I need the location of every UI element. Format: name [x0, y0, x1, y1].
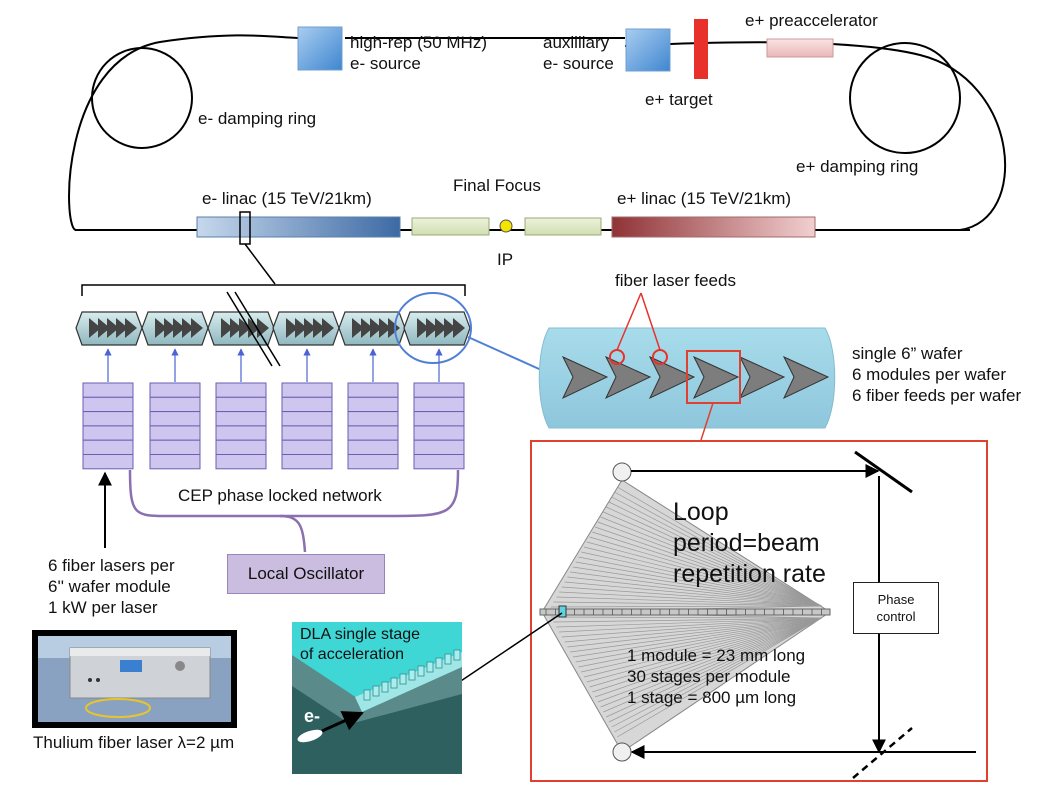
e-damping-ring-icon: [91, 47, 193, 149]
wafer-info-label: single 6” wafer 6 modules per wafer 6 fi…: [852, 344, 1022, 405]
e-damping-ring-label: e- damping ring: [198, 109, 317, 128]
module-zoom-line: [700, 402, 714, 441]
hirep-source-block: [297, 26, 343, 71]
ip-dot: [499, 219, 513, 233]
loop-mirror-top: [612, 462, 632, 482]
module-highlight-circle: [394, 292, 472, 364]
highlight-zoom-line: [467, 336, 549, 374]
feed-pointer-1: [616, 292, 642, 351]
wafer-panel: [538, 292, 836, 441]
wafer-module-shape-2: [604, 355, 652, 400]
fiber-lasers-label: 6 fiber lasers per 6'' wafer module 1 kW…: [48, 556, 175, 617]
laser-stack-4: [281, 348, 333, 470]
cep-network-label: CEP phase locked network: [178, 486, 382, 505]
e-plus-damping-ring-icon: [849, 42, 961, 154]
e-plus-preacc-label: e+ preaccelerator: [745, 11, 878, 30]
e-plus-linac-block: [611, 216, 816, 238]
laser-stack-6: [413, 348, 465, 470]
e-plus-target-label: e+ target: [645, 90, 713, 109]
final-focus-label: Final Focus: [453, 176, 541, 195]
dla-closeup: [292, 622, 462, 774]
cep-to-oscillator-line: [279, 514, 307, 553]
cep-network-bracket: [128, 469, 460, 518]
wafer-module-shape-3: [648, 355, 696, 400]
electron-arrow: [321, 711, 364, 733]
hirep-source-label: high-rep (50 MHz) e- source: [350, 33, 487, 73]
e-return-line: [68, 34, 301, 231]
feed-pointer-2: [640, 292, 661, 351]
dla-title: DLA single stage of acceleration: [300, 626, 421, 663]
loop-period-label: Loop period=beam repetition rate: [673, 498, 826, 588]
e-linac-label: e- linac (15 TeV/21km): [202, 189, 372, 208]
thulium-caption: Thulium fiber laser λ=2 µm: [33, 733, 235, 752]
wafer-module-row: [75, 311, 471, 346]
module-detail: [539, 450, 976, 779]
module-info-label: 1 module = 23 mm long 30 stages per modu…: [627, 646, 806, 707]
wafer-module-shape-6: [782, 355, 830, 400]
fiber-laser-stacks: [82, 348, 465, 470]
phase-control-box: Phase control: [853, 582, 939, 634]
wafer-module-4: [272, 311, 340, 346]
final-focus-left: [411, 217, 490, 236]
e-plus-linac-label: e+ linac (15 TeV/21km): [617, 189, 792, 208]
electron-label: e-: [304, 706, 321, 726]
wafer-module-6: [403, 311, 471, 346]
aux-source-block: [625, 28, 671, 72]
electron-bunch: [297, 729, 323, 743]
e-linac-block: [196, 216, 401, 238]
e-plus-target-block: [694, 19, 708, 79]
wafer-module-1: [75, 311, 143, 346]
final-focus-right: [524, 217, 602, 236]
wafer-module-shape-1: [561, 355, 609, 400]
loop-splitter: [852, 727, 913, 779]
beamline-top: [68, 19, 1007, 245]
loop-mirror-top-right: [854, 450, 913, 494]
module-row-bracket: [81, 243, 466, 296]
module-break-mark: [226, 291, 281, 367]
e-plus-preacc-block: [766, 38, 834, 58]
fiber-laser-feeds-label: fiber laser feeds: [615, 271, 736, 290]
e-plus-damping-ring-label: e+ damping ring: [796, 157, 919, 176]
laser-stack-5: [347, 348, 399, 470]
wafer-module-highlight: [686, 350, 741, 404]
ip-label: IP: [497, 250, 514, 269]
loop-mirror-bottom: [612, 742, 632, 762]
laser-stack-2: [149, 348, 201, 470]
local-oscillator-box: Local Oscillator: [227, 554, 385, 594]
thulium-laser-photo: [32, 630, 237, 728]
laser-stack-3: [215, 348, 267, 470]
e-plus-return-line: [624, 41, 1007, 231]
wafer-module-2: [141, 311, 209, 346]
laser-stack-1: [82, 348, 134, 470]
wafer-module-shape-4: [692, 355, 740, 400]
stage-marker: [558, 605, 567, 618]
aux-source-label: auxilliary e- source: [543, 33, 614, 73]
